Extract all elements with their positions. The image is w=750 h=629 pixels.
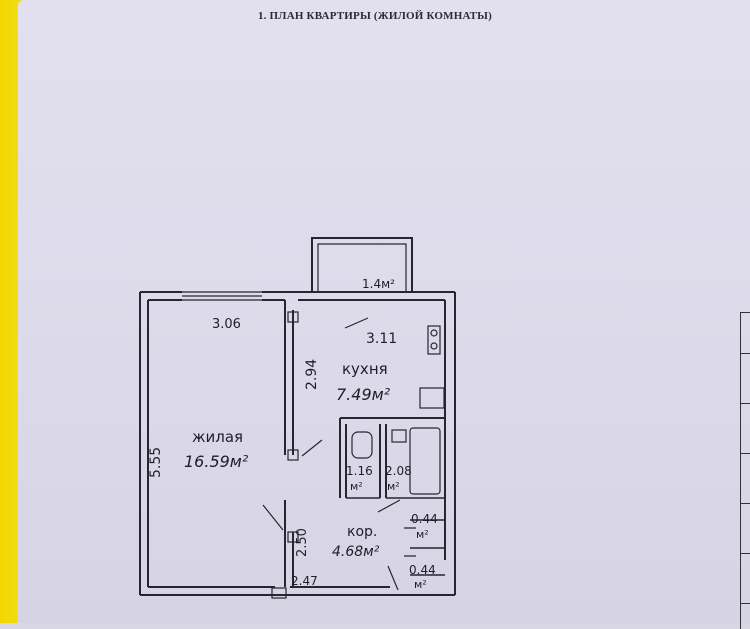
lower-closet-area-label: 0.44 [409, 563, 436, 577]
kitchen-area-label: 7.49м² [336, 385, 391, 404]
kitchen-name-label: кухня [342, 360, 388, 378]
bath-unit-label: м² [387, 480, 400, 493]
living-depth-dimension: 5.55 [148, 447, 164, 478]
corridor-name-label: кор. [347, 524, 377, 540]
document-title: 1. ПЛАН КВАРТИРЫ (ЖИЛОЙ КОМНАТЫ) [257, 10, 493, 22]
kitchen-width-dimension: 3.11 [366, 331, 397, 347]
living-room-name-label: жилая [192, 428, 243, 446]
kitchen-depth-dimension: 2.94 [304, 359, 320, 390]
upper-closet-unit-label: м² [416, 528, 429, 541]
small-bathroom-unit-label: м² [350, 480, 363, 493]
living-width-dimension: 3.06 [212, 317, 241, 332]
corridor-width-dimension: 2.47 [291, 574, 318, 588]
corridor-area-label: 4.68м² [332, 544, 380, 560]
upper-closet-area-label: 0.44 [411, 512, 438, 526]
living-room-area-label: 16.59м² [184, 452, 249, 471]
corridor-depth-dimension: 2.50 [295, 528, 310, 557]
lower-closet-unit-label: м² [414, 578, 427, 591]
balcony-area-label: 1.4м² [362, 277, 395, 291]
adjacent-page-edge [740, 312, 750, 629]
bath-area-label: 2.08 [385, 464, 412, 478]
small-bathroom-area-label: 1.16 [346, 464, 373, 478]
